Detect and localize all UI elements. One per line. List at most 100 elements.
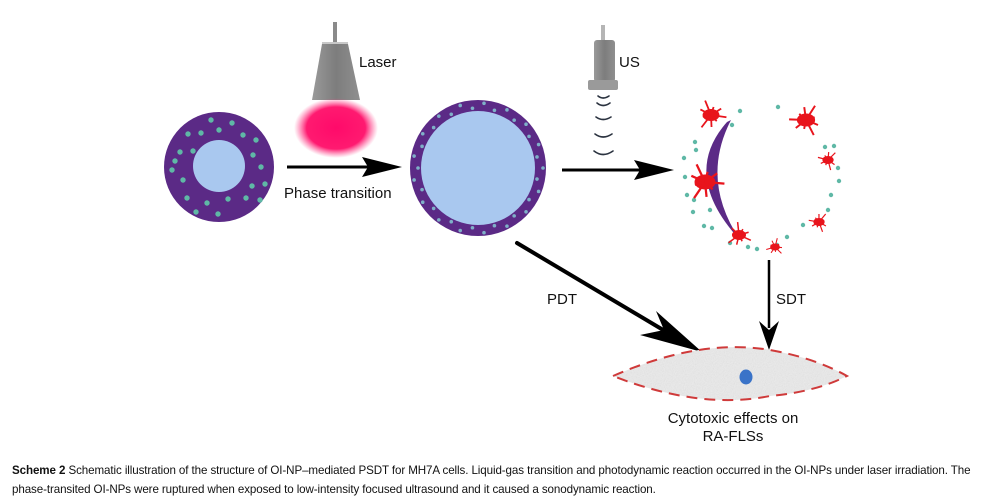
scheme-diagram: Laser Phase transition US <box>164 22 850 445</box>
ros-splat <box>789 105 819 136</box>
drug-dot <box>527 134 531 139</box>
drug-dot <box>524 209 528 214</box>
drug-dot <box>745 244 751 250</box>
drug-dot <box>512 118 516 122</box>
np-core <box>193 140 245 192</box>
drug-dot <box>185 131 191 137</box>
drug-dot <box>458 103 463 108</box>
drug-dot <box>258 164 264 170</box>
ra-fls-cell <box>610 346 850 402</box>
ultrasound-arrow <box>562 160 674 180</box>
phase-transited-bubble <box>410 100 546 236</box>
drug-dot <box>482 230 486 235</box>
drug-dot <box>431 125 436 130</box>
drug-dot <box>691 197 697 203</box>
ros-splat <box>728 221 752 245</box>
drug-dot <box>249 183 255 189</box>
drug-dot <box>431 206 436 211</box>
drug-dot <box>692 139 698 145</box>
drug-dot <box>437 114 441 118</box>
drug-dot <box>512 214 516 218</box>
result-label-line1: Cytotoxic effects on <box>668 410 799 427</box>
ros-splat <box>766 238 783 254</box>
drug-dot <box>482 101 486 106</box>
ruptured-shell-fragment <box>706 120 740 240</box>
drug-dot <box>449 219 454 224</box>
ros-burst-splats <box>690 100 836 254</box>
drug-dot <box>709 225 715 231</box>
drug-dot <box>458 228 463 233</box>
phase-transition-arrow <box>287 157 402 177</box>
cell-body <box>613 347 847 401</box>
bubble-core <box>421 111 535 225</box>
drug-dot <box>541 166 545 170</box>
drug-dot <box>177 149 183 155</box>
oi-np-nanoparticle <box>164 112 274 222</box>
ros-splat <box>699 100 727 128</box>
drug-dot <box>836 178 842 184</box>
drug-dot <box>169 167 175 173</box>
drug-dot <box>420 144 424 149</box>
drug-dot <box>828 192 834 198</box>
drug-dot <box>225 196 231 202</box>
drug-dot <box>204 200 210 206</box>
drug-dot <box>775 104 781 110</box>
drug-dot <box>831 143 837 149</box>
drug-dot <box>253 137 259 143</box>
drug-dot <box>420 187 424 192</box>
figure-caption: Scheme 2 Schematic illustration of the s… <box>12 461 997 499</box>
pdt-label: PDT <box>547 291 577 308</box>
drug-dot <box>198 130 204 136</box>
caption-text: Schematic illustration of the structure … <box>12 464 971 496</box>
drug-dot <box>208 117 214 123</box>
drug-dot <box>505 224 509 228</box>
caption-label: Scheme 2 <box>12 464 66 477</box>
drug-dot <box>437 218 441 222</box>
drug-dot <box>492 223 497 228</box>
drug-dot <box>449 112 454 117</box>
phase-transition-label: Phase transition <box>284 185 392 202</box>
ultrasound-probe-icon <box>588 25 618 156</box>
sdt-arrow <box>759 260 779 350</box>
drug-dot <box>536 189 541 194</box>
drug-dot <box>257 197 263 203</box>
drug-dot <box>707 207 713 213</box>
cell-nucleus <box>739 369 753 385</box>
drug-dot <box>822 144 828 150</box>
drug-dot <box>243 195 249 201</box>
drug-dot <box>470 106 475 111</box>
us-label: US <box>619 54 640 71</box>
laser-device-icon <box>294 22 378 158</box>
drug-dot <box>784 234 790 240</box>
drug-dot <box>835 165 841 171</box>
ros-splat <box>817 151 836 171</box>
drug-dot <box>412 154 416 158</box>
ruptured-bubble <box>681 100 842 254</box>
drug-dot <box>682 174 688 180</box>
drug-dot <box>416 166 420 170</box>
ros-splat <box>690 163 725 199</box>
drug-dot <box>420 200 425 205</box>
drug-dot <box>754 246 760 252</box>
drug-dot <box>684 192 690 198</box>
drug-dot <box>470 225 475 230</box>
drug-dot <box>262 181 268 187</box>
drug-dot <box>505 108 509 112</box>
drug-dot <box>536 142 541 147</box>
sdt-label: SDT <box>776 291 806 308</box>
ros-splat <box>808 213 827 232</box>
laser-glow <box>294 98 378 158</box>
drug-dot <box>180 177 186 183</box>
drug-dot <box>190 148 196 154</box>
drug-dot <box>229 120 235 126</box>
drug-dot <box>701 223 707 229</box>
drug-dot <box>737 108 743 114</box>
released-drug-dots <box>681 104 842 252</box>
drug-dot <box>690 209 696 215</box>
drug-dot <box>800 222 806 228</box>
result-label-line2: RA-FLSs <box>703 428 764 445</box>
drug-dot <box>535 155 539 159</box>
drug-dot <box>524 122 528 127</box>
drug-dot <box>535 177 539 181</box>
drug-dot <box>250 152 256 158</box>
